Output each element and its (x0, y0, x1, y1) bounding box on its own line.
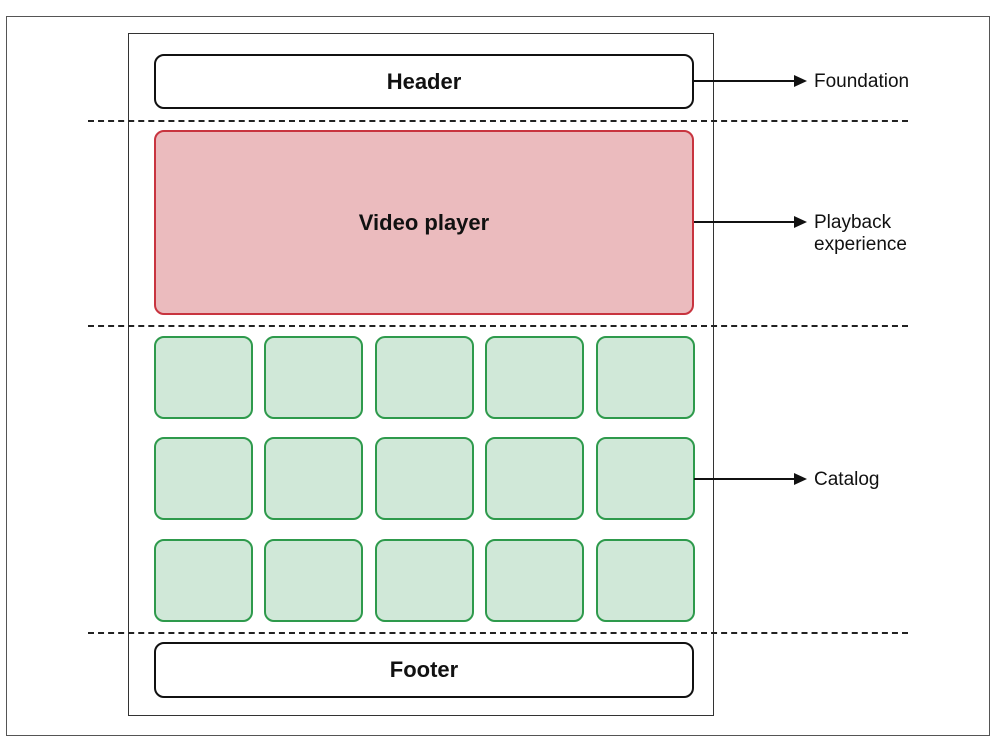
catalog-tile (154, 437, 253, 520)
page-outline (128, 33, 714, 716)
catalog-label: Catalog (814, 469, 880, 490)
catalog-tile (596, 437, 695, 520)
catalog-tile (485, 539, 584, 622)
catalog-tile (154, 539, 253, 622)
footer-block: Footer (154, 642, 694, 698)
catalog-tile (596, 539, 695, 622)
foundation-label: Foundation (814, 71, 910, 92)
arrow-playback (694, 216, 807, 228)
catalog-tile (375, 336, 474, 419)
catalog-tile (485, 336, 584, 419)
catalog-tile (375, 539, 474, 622)
playback-label-line2: experience (814, 234, 907, 255)
divider-1 (88, 120, 908, 122)
arrow-catalog (694, 473, 807, 485)
divider-3 (88, 632, 908, 634)
divider-2 (88, 325, 908, 327)
header-block: Header (154, 54, 694, 109)
video-player-block: Video player (154, 130, 694, 315)
catalog-tile (264, 336, 363, 419)
catalog-tile (264, 539, 363, 622)
playback-label-line1: Playback (814, 212, 892, 233)
catalog-tile (264, 437, 363, 520)
header-label: Header (386, 68, 462, 94)
arrow-foundation (694, 75, 807, 87)
catalog-tile (154, 336, 253, 419)
catalog-tile (375, 437, 474, 520)
footer-label: Footer (389, 657, 459, 682)
diagram-frame (6, 16, 990, 736)
catalog-tile (596, 336, 695, 419)
video-player-label: Video player (358, 209, 490, 235)
catalog-tile (485, 437, 584, 520)
